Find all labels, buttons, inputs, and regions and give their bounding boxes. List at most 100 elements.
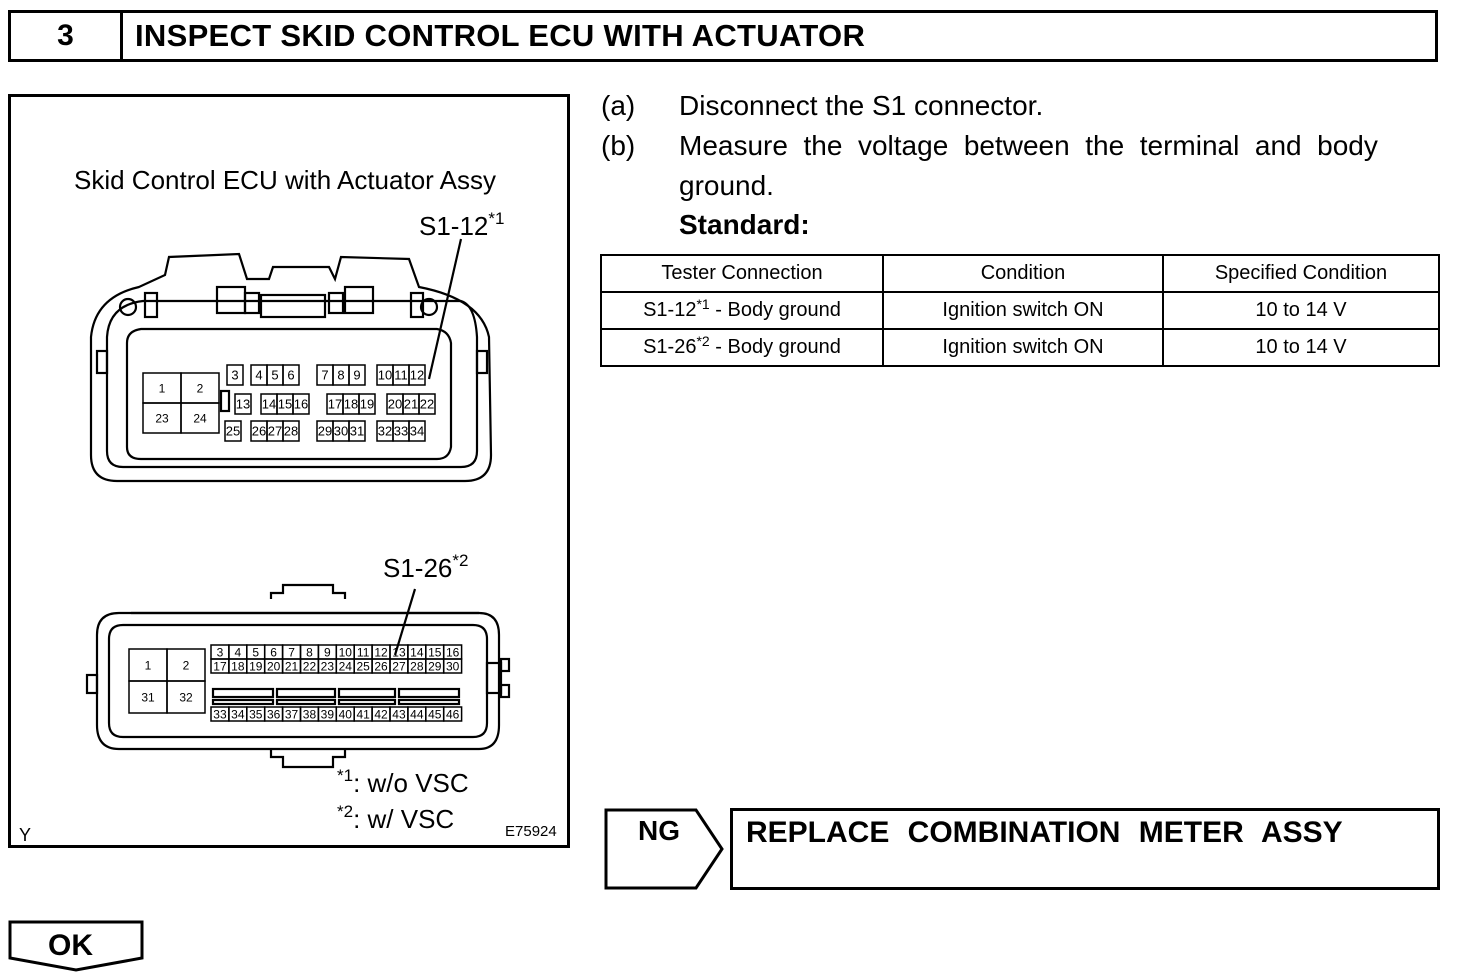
pin-label: 10 [339, 645, 353, 659]
callout-s1-12: S1-12*1 [419, 209, 505, 241]
pin-label: 28 [410, 659, 424, 673]
pin-label: 12 [374, 645, 388, 659]
pin-label: 28 [284, 424, 298, 439]
bottom-connector-housing [269, 583, 347, 599]
step-b-letter: (b) [601, 130, 636, 161]
pin-label: 1 [159, 381, 166, 395]
pin-label: 32 [378, 424, 392, 439]
ng-action-text: REPLACE COMBINATION METER ASSY [746, 816, 1343, 849]
pin-label: 45 [428, 707, 442, 721]
step-a-letter: (a) [601, 90, 636, 121]
pin-label: 31 [141, 690, 155, 704]
pin-label: 5 [252, 645, 259, 659]
pin-label: 24 [193, 411, 207, 425]
corner-letter: Y [19, 825, 32, 845]
pin-label: 18 [344, 397, 358, 412]
pin-label: 9 [353, 368, 360, 383]
pin-label: 41 [356, 707, 370, 721]
step-number: 3 [11, 13, 123, 59]
pin-label: 38 [303, 707, 317, 721]
pin-label: 26 [374, 659, 388, 673]
pin-label: 40 [339, 707, 353, 721]
ng-label: NG [638, 815, 680, 846]
pin-label: 34 [231, 707, 245, 721]
pin-label: 7 [288, 645, 295, 659]
connector-pin [408, 420, 426, 442]
pin-label: 31 [350, 424, 364, 439]
connector-pin [358, 393, 376, 415]
pin-label: 42 [374, 707, 388, 721]
pin-label: 20 [267, 659, 281, 673]
pin-label: 12 [410, 368, 424, 383]
spec-table: Tester Connection Condition Specified Co… [600, 254, 1440, 367]
pin-label: 26 [252, 424, 266, 439]
pin-label: 8 [306, 645, 313, 659]
pin-label: 33 [213, 707, 227, 721]
cell-spec: 10 to 14 V [1162, 328, 1440, 367]
col-header-condition: Condition [882, 254, 1164, 293]
ng-action-box [730, 808, 1440, 890]
pin-label: 35 [249, 707, 263, 721]
pin-label: 8 [337, 368, 344, 383]
pin-label: 23 [321, 659, 335, 673]
pin-label: 23 [155, 411, 169, 425]
connector-pin [292, 393, 310, 415]
pin-label: 1 [145, 658, 152, 672]
connector-pin [166, 680, 206, 714]
connector-figure: Skid Control ECU with Actuator Assy S1-1… [8, 94, 570, 848]
pin-label: 29 [318, 424, 332, 439]
callout-s1-26: S1-26*2 [383, 551, 469, 583]
connector-pin [408, 364, 426, 386]
pin-label: 36 [267, 707, 281, 721]
step-b-text: Measure the voltage between the terminal… [679, 130, 1378, 161]
pin-label: 34 [410, 424, 424, 439]
pin-label: 14 [262, 397, 276, 412]
pin-label: 13 [236, 397, 250, 412]
pin-label: 16 [294, 397, 308, 412]
connector-pin [348, 364, 366, 386]
step-b-text-cont: ground. [679, 170, 774, 201]
cell-spec: 10 to 14 V [1162, 291, 1440, 330]
cell-condition: Ignition switch ON [882, 291, 1164, 330]
pin-label: 25 [356, 659, 370, 673]
connector-pin [234, 393, 252, 415]
pin-label: 2 [183, 658, 190, 672]
col-header-tester: Tester Connection [600, 254, 884, 293]
pin-label: 46 [446, 707, 460, 721]
pin-label: 44 [410, 707, 424, 721]
pin-label: 4 [235, 645, 242, 659]
pin-label: 22 [420, 397, 434, 412]
ok-label: OK [48, 929, 93, 962]
pin-label: 21 [404, 397, 418, 412]
figure-id: E75924 [505, 823, 557, 840]
pin-label: 15 [428, 645, 442, 659]
pin-label: 30 [334, 424, 348, 439]
pin-label: 10 [378, 368, 392, 383]
connector-pin [224, 420, 242, 442]
connector-pin [442, 658, 463, 674]
col-header-spec: Specified Condition [1162, 254, 1440, 293]
pin-label: 22 [303, 659, 317, 673]
pin-label: 37 [285, 707, 299, 721]
pin-label: 19 [249, 659, 263, 673]
step-a-text: Disconnect the S1 connector. [679, 90, 1044, 121]
table-row: S1-12*1 - Body ground Ignition switch ON… [600, 291, 1440, 330]
connector-pin [226, 364, 244, 386]
pin-label: 9 [324, 645, 331, 659]
pin-label: 11 [357, 645, 370, 659]
pin-label: 6 [270, 645, 277, 659]
pin-label: 5 [271, 368, 278, 383]
pin-label: 39 [321, 707, 335, 721]
pin-label: 2 [197, 381, 204, 395]
footnote-1: *1: w/o VSC [337, 766, 469, 798]
pin-label: 16 [446, 645, 460, 659]
connector-pin [282, 420, 300, 442]
pin-label: 17 [328, 397, 342, 412]
pin-label: 6 [287, 368, 294, 383]
cell-tester: S1-12*1 - Body ground [600, 291, 884, 330]
connector-pin [180, 402, 220, 434]
cell-condition: Ignition switch ON [882, 328, 1164, 367]
figure-title: Skid Control ECU with Actuator Assy [74, 165, 496, 195]
pin-label: 14 [410, 645, 424, 659]
